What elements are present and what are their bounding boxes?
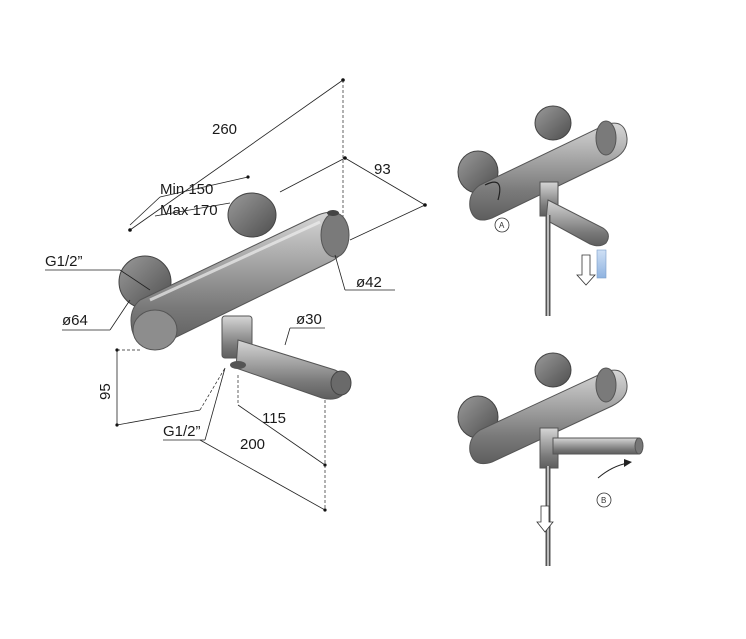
- down-arrow-a: [576, 254, 596, 286]
- dim-93-line: [279, 156, 427, 241]
- dim-spout-label: ø30: [296, 311, 322, 328]
- dim-200-line: [199, 439, 327, 512]
- dim-rosette-label: ø64: [62, 312, 88, 329]
- dim-centers-line: [129, 175, 250, 226]
- thermostat-body: [130, 210, 350, 351]
- dim-115-label: 115: [262, 410, 286, 427]
- right-handle-knurl: [320, 212, 350, 258]
- rotate-arrow-a: [484, 181, 501, 201]
- right-rosette: [227, 192, 277, 238]
- dim-thread-left-label: G1/2”: [45, 253, 83, 270]
- callout-b-circle: [596, 492, 612, 508]
- dim-thread-bottom-label: G1/2”: [163, 423, 201, 440]
- dim-260-label: 260: [212, 121, 237, 138]
- water-flow-a: [596, 249, 607, 279]
- callout-a-circle: [494, 217, 510, 233]
- dim-min-centers-label: Min 150: [160, 181, 213, 198]
- dim-115-line: [237, 375, 327, 510]
- main-view: 260 Min 150 Max 170 93: [45, 78, 427, 512]
- dim-95-line: [115, 348, 201, 427]
- dim-body-label: ø42: [356, 274, 382, 291]
- callout-b-label: B: [601, 496, 606, 505]
- left-handle-cap: [132, 309, 178, 351]
- dim-200-label: 200: [240, 436, 265, 453]
- callout-a-label: A: [499, 221, 505, 230]
- dim-max-centers-label: Max 170: [160, 202, 218, 219]
- spout: [221, 315, 352, 400]
- operation-view-a: A: [457, 105, 628, 316]
- dim-93-label: 93: [374, 161, 391, 178]
- down-arrow-b: [536, 505, 554, 533]
- rotate-arrow-b: [597, 462, 629, 479]
- dim-95-label: 95: [97, 383, 114, 400]
- operation-view-b: B: [457, 352, 644, 566]
